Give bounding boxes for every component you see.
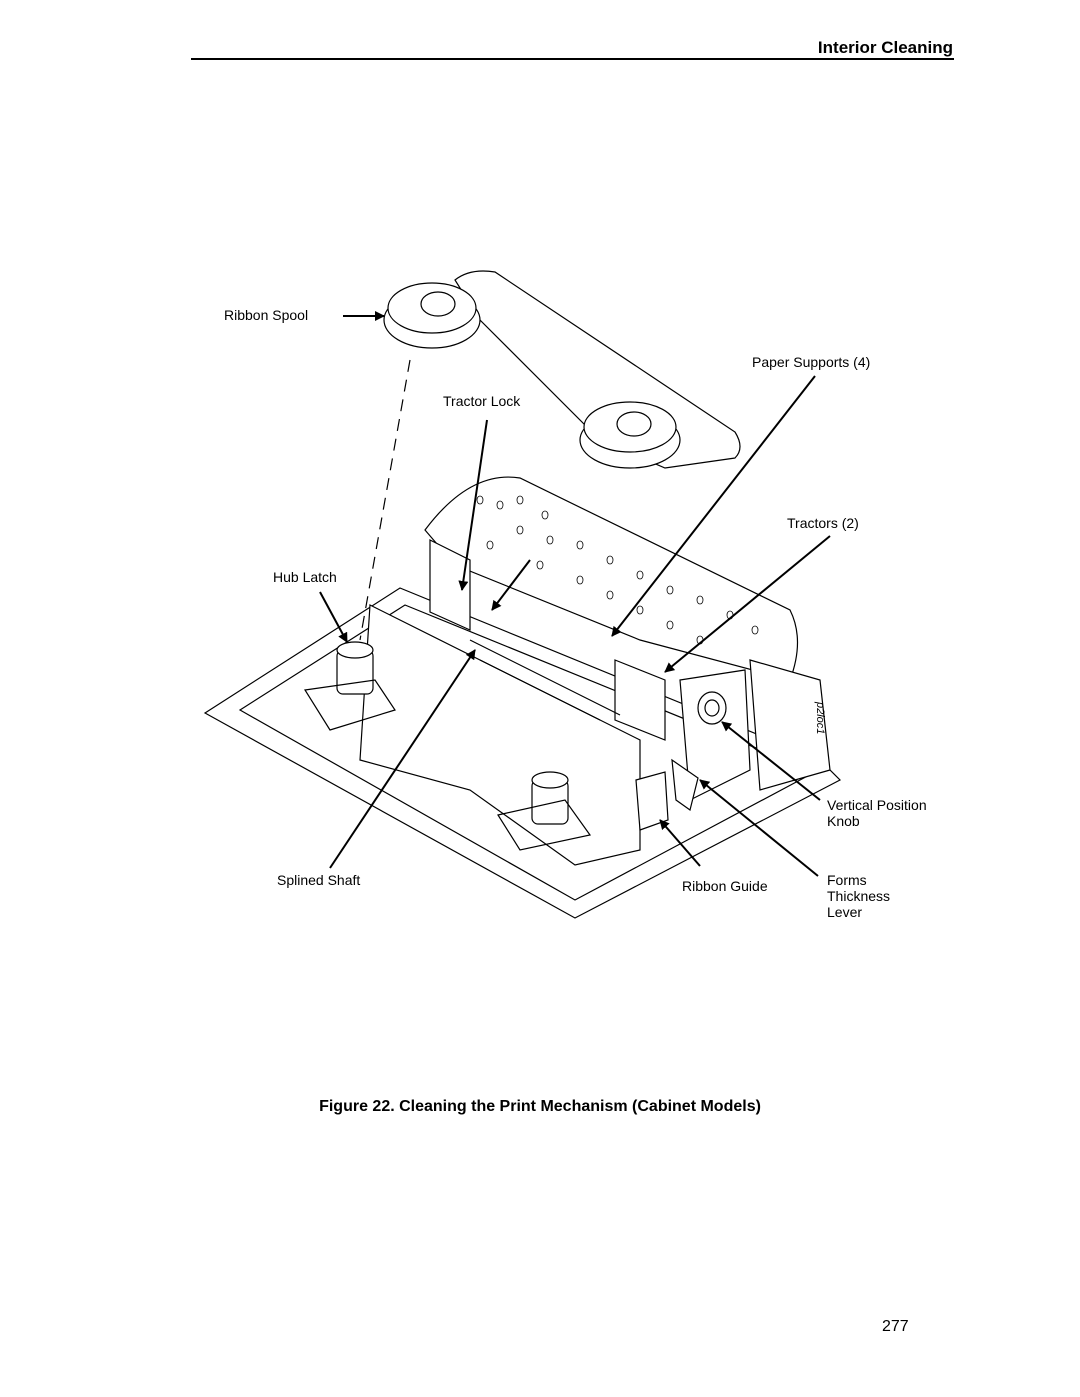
paper-supports-leader <box>611 375 816 637</box>
hub-latch-leader <box>319 591 348 643</box>
hub-latch-left <box>304 641 396 731</box>
callout-tractors: Tractors (2) <box>787 515 859 531</box>
callout-vertical-position-knob: Vertical Position Knob <box>827 797 927 829</box>
forms-thickness-lever-leader <box>699 779 819 877</box>
ribbon-guide-bracket <box>635 771 669 831</box>
tractors-leader-1 <box>664 535 831 673</box>
callout-paper-supports: Paper Supports (4) <box>752 354 871 370</box>
callout-tractor-lock: Tractor Lock <box>443 393 521 409</box>
callout-forms-line-1: Forms <box>827 872 867 888</box>
vertical-position-knob-leader <box>721 721 821 801</box>
page-header-title: Interior Cleaning <box>817 38 953 57</box>
callout-ribbon-guide: Ribbon Guide <box>682 878 768 894</box>
splined-shaft-hub <box>497 771 592 851</box>
callout-ribbon-spool: Ribbon Spool <box>224 307 309 323</box>
tractor-lock-leader <box>458 419 488 591</box>
tractors-leader-2 <box>491 559 531 611</box>
page-number: 277 <box>882 1318 909 1335</box>
left-tractor <box>429 539 471 631</box>
ribbon-spool-upper <box>383 282 481 349</box>
callout-forms-line-3: Lever <box>827 904 863 920</box>
header-rule <box>191 58 954 60</box>
callout-hub-latch: Hub Latch <box>273 569 337 585</box>
ribbon-guide-leader <box>659 819 701 867</box>
drawing-code: p2loc1 <box>814 702 826 735</box>
callout-splined-shaft: Splined Shaft <box>277 872 361 888</box>
callout-vertical-position-line-1: Vertical Position <box>827 797 927 813</box>
platen <box>359 604 641 866</box>
splined-shaft-leader <box>329 649 476 869</box>
callout-forms-line-2: Thickness <box>827 888 891 904</box>
right-frame <box>679 669 751 801</box>
callout-vertical-position-line-2: Knob <box>827 813 860 829</box>
ribbon-spool-lower <box>579 401 681 469</box>
forms-thickness-lever-part <box>671 758 699 812</box>
figure-caption: Figure 22. Cleaning the Print Mechanism … <box>319 1098 761 1115</box>
vertical-position-knob <box>697 691 727 725</box>
callout-forms-thickness-lever: Forms Thickness Lever <box>827 872 890 920</box>
right-tractor <box>614 659 666 741</box>
